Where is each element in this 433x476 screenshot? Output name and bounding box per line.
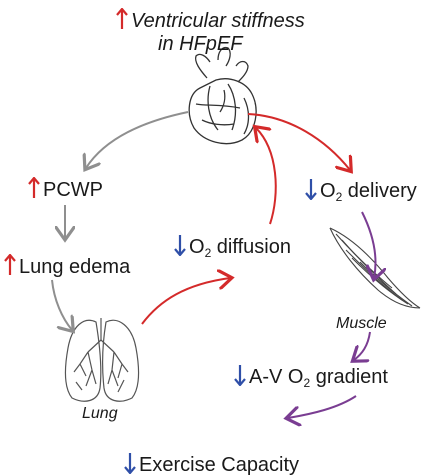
arrow-down-icon bbox=[174, 234, 186, 256]
o2-diffusion-post: diffusion bbox=[211, 236, 291, 258]
lungs-illustration bbox=[64, 318, 140, 402]
purple-av-to-exercise-arrow bbox=[288, 395, 357, 418]
heart-illustration bbox=[188, 46, 257, 145]
purple-delivery-to-muscle-arrow bbox=[361, 211, 376, 278]
av-gradient-pre: A-V O bbox=[249, 366, 304, 388]
stiffness-line2: in HFpEF bbox=[158, 33, 243, 55]
stiffness-label: Ventricular stiffness bbox=[116, 8, 305, 31]
red-heart-to-delivery-arrow bbox=[247, 113, 350, 170]
arrow-down-icon bbox=[305, 178, 317, 200]
av-gradient-sub: 2 bbox=[303, 376, 311, 390]
arrow-down-icon bbox=[124, 452, 136, 474]
arrow-up-icon bbox=[4, 254, 16, 276]
red-diffusion-to-heart-arrow bbox=[256, 128, 277, 225]
purple-muscle-to-av-arrow bbox=[354, 331, 371, 360]
pcwp-label: PCWP bbox=[28, 177, 103, 200]
o2-diffusion-sub: 2 bbox=[204, 246, 212, 260]
arrow-up-icon bbox=[116, 8, 128, 30]
muscle-caption: Muscle bbox=[336, 315, 387, 332]
arrow-up-icon bbox=[28, 177, 40, 199]
red-lung-to-diffusion-arrow bbox=[141, 278, 230, 325]
o2-diffusion-pre: O bbox=[189, 236, 205, 258]
lung-caption: Lung bbox=[82, 405, 118, 422]
o2-delivery-label: O2 delivery bbox=[305, 178, 417, 204]
stiffness-line1: Ventricular stiffness bbox=[131, 10, 305, 32]
o2-diffusion-label: O2 diffusion bbox=[174, 234, 291, 260]
o2-delivery-sub: 2 bbox=[335, 190, 343, 204]
o2-delivery-post: delivery bbox=[342, 180, 417, 202]
lung-edema-text: Lung edema bbox=[19, 256, 131, 278]
lung-edema-label: Lung edema bbox=[4, 254, 130, 277]
gray-heart-to-pcwp-arrow bbox=[86, 111, 189, 168]
o2-delivery-pre: O bbox=[320, 180, 336, 202]
av-gradient-post: gradient bbox=[310, 366, 388, 388]
exercise-capacity-text: Exercise Capacity bbox=[139, 454, 300, 476]
arrow-down-icon bbox=[234, 364, 246, 386]
gray-edema-to-lung-arrow bbox=[51, 279, 72, 330]
pcwp-text: PCWP bbox=[43, 179, 103, 201]
exercise-capacity-label: Exercise Capacity bbox=[124, 452, 299, 475]
av-gradient-label: A-V O2 gradient bbox=[234, 364, 388, 390]
